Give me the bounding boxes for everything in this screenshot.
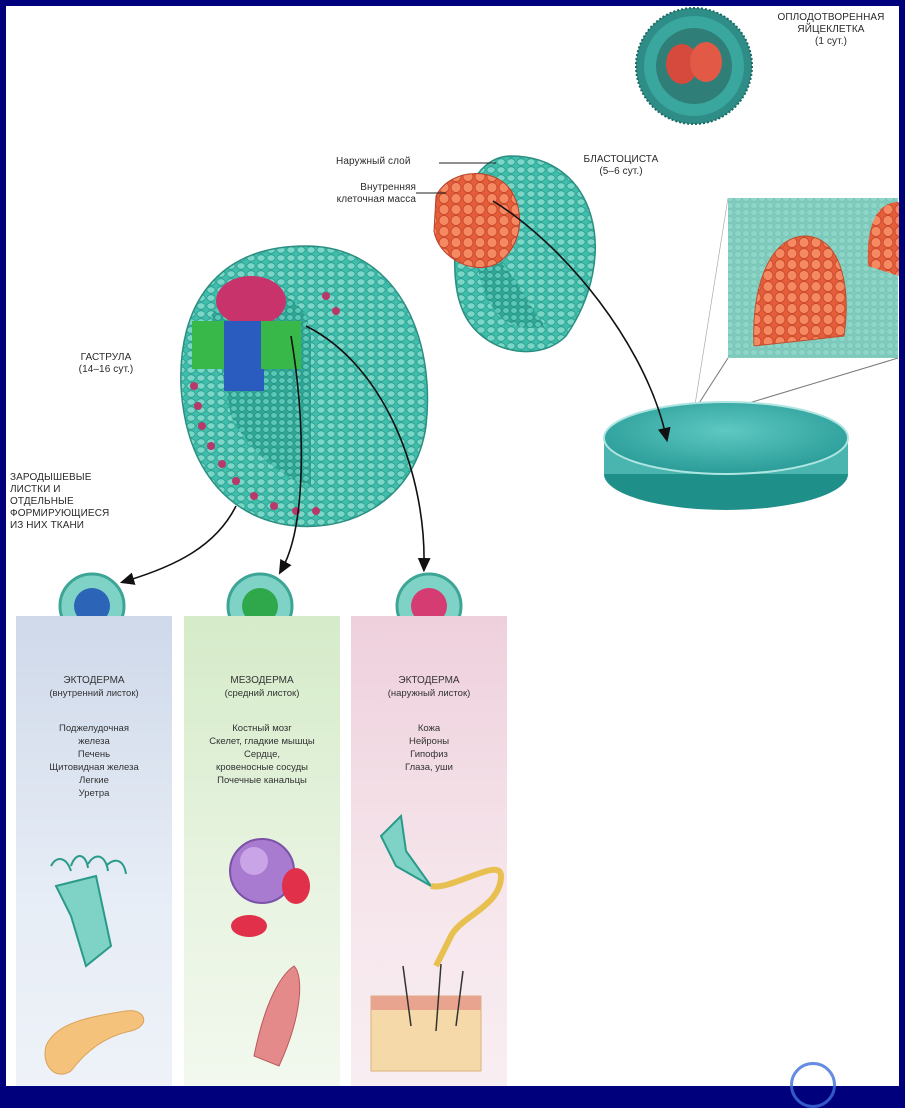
germ-layers-label: ЗАРОДЫШЕВЫЕ ЛИСТКИ И ОТДЕЛЬНЫЕ ФОРМИРУЮЩ… bbox=[10, 472, 109, 532]
zoom-inset bbox=[694, 198, 899, 416]
outer-layer-label: Наружный слой bbox=[336, 156, 411, 168]
blastocyst bbox=[434, 156, 595, 352]
diagram-sheet: ОПЛОДОТВОРЕННАЯ ЯЙЦЕКЛЕТКА (1 сут.) БЛАС… bbox=[6, 6, 899, 1086]
gastrula bbox=[181, 246, 428, 526]
column-mesoderm: МЕЗОДЕРМА (средний листок) Костный мозг … bbox=[184, 616, 340, 1086]
blastocyst-label: БЛАСТОЦИСТА (5–6 сут.) bbox=[566, 154, 676, 178]
mesoderm-tissue-illustration bbox=[184, 826, 340, 1086]
column-title: ЭКТОДЕРМА (наружный листок) bbox=[351, 674, 507, 700]
organ-list: Кожа Нейроны Гипофиз Глаза, уши bbox=[351, 722, 507, 774]
inner-mass-label: Внутренняя клеточная масса bbox=[306, 182, 416, 206]
zygote-label: ОПЛОДОТВОРЕННАЯ ЯЙЦЕКЛЕТКА (1 сут.) bbox=[761, 12, 899, 48]
column-inner-ectoderm: ЭКТОДЕРМА (внутренний листок) Поджелудоч… bbox=[16, 616, 172, 1086]
petri-dish bbox=[604, 402, 848, 510]
ectoderm-tissue-illustration bbox=[351, 796, 507, 1086]
organ-list: Поджелудочная железа Печень Щитовидная ж… bbox=[16, 722, 172, 800]
gastrula-label: ГАСТРУЛА (14–16 сут.) bbox=[66, 352, 146, 376]
zygote-cell bbox=[636, 8, 752, 124]
watermark-logo bbox=[790, 1062, 836, 1108]
endoderm-tissue-illustration bbox=[16, 846, 172, 1086]
column-title: ЭКТОДЕРМА (внутренний листок) bbox=[16, 674, 172, 700]
organ-list: Костный мозг Скелет, гладкие мышцы Сердц… bbox=[184, 722, 340, 787]
column-title: МЕЗОДЕРМА (средний листок) bbox=[184, 674, 340, 700]
column-outer-ectoderm: ЭКТОДЕРМА (наружный листок) Кожа Нейроны… bbox=[351, 616, 507, 1086]
